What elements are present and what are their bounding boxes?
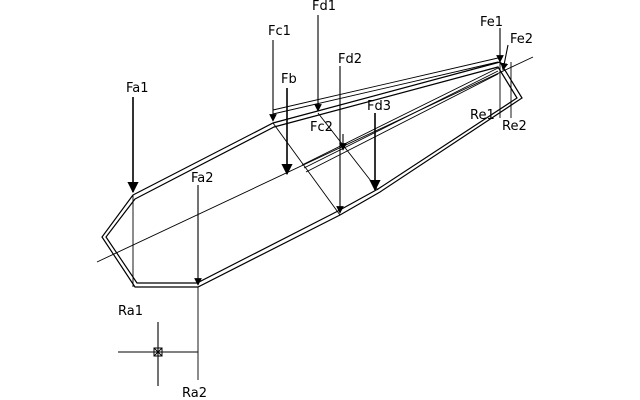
upper-chord-lines <box>272 57 499 173</box>
hull-outline <box>101 61 523 288</box>
force-arrows <box>127 15 509 286</box>
force-labels: Fa1 Fa2 Fb Fc1 Fc2 Fd1 Fd2 Fd3 Fe1 Fe2 R… <box>118 0 533 400</box>
center-axis-line <box>96 56 534 263</box>
label-fe2: Fe2 <box>510 32 533 47</box>
label-ra1: Ra1 <box>118 304 143 319</box>
label-fd1: Fd1 <box>312 0 336 14</box>
label-fc2: Fc2 <box>310 120 333 135</box>
label-fb: Fb <box>281 72 297 87</box>
label-fa1: Fa1 <box>126 81 149 96</box>
label-re2: Re2 <box>502 119 527 134</box>
label-fd3: Fd3 <box>367 99 391 114</box>
label-fc1: Fc1 <box>268 24 291 39</box>
reaction-lines <box>132 62 512 380</box>
web-members <box>272 112 379 216</box>
origin-crosshair <box>118 322 198 386</box>
label-ra2: Ra2 <box>182 386 207 400</box>
label-fd2: Fd2 <box>338 52 362 67</box>
label-re1: Re1 <box>470 108 495 123</box>
label-fa2: Fa2 <box>191 171 214 186</box>
force-arrow-fe2 <box>500 44 509 71</box>
label-fe1: Fe1 <box>480 15 503 30</box>
